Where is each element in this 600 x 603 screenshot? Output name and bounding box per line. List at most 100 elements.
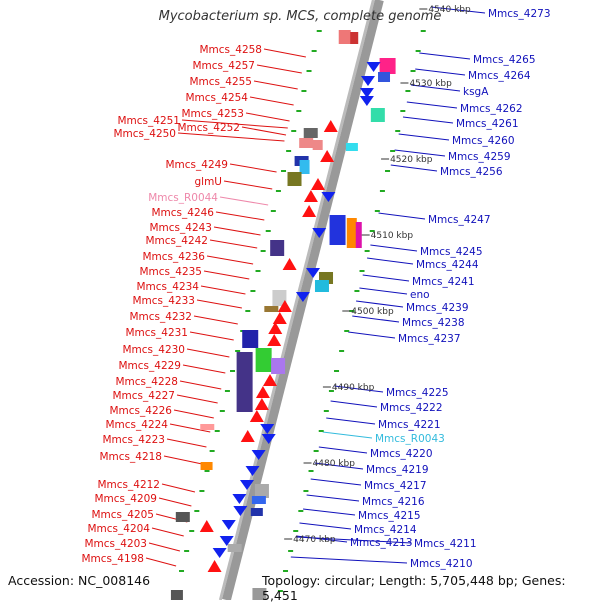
label-leader-line — [213, 226, 261, 236]
tick-dot — [306, 70, 312, 72]
gene-label-mmcs_4262: Mmcs_4262 — [460, 103, 523, 115]
forward-gene-arrow — [277, 300, 292, 312]
gene-label-mmcs_4221: Mmcs_4221 — [378, 419, 441, 431]
gene-label-mmcs_4224: Mmcs_4224 — [105, 419, 168, 431]
tick-dot — [283, 570, 289, 572]
tick-dot — [420, 30, 426, 32]
tick-dot — [265, 230, 271, 232]
reverse-gene-arrow — [360, 76, 375, 86]
gene-block — [200, 424, 215, 430]
gene-label-eno: eno — [410, 289, 430, 301]
gene-label-mmcs_4254: Mmcs_4254 — [185, 92, 248, 104]
reverse-gene-arrow — [239, 480, 254, 490]
gene-block — [370, 108, 385, 122]
reverse-gene-arrow — [359, 96, 374, 106]
gene-label-mmcs_4265: Mmcs_4265 — [473, 54, 536, 66]
tick-dot — [390, 150, 396, 152]
gene-label-mmcs_4259: Mmcs_4259 — [448, 151, 511, 163]
tick-dot — [328, 390, 334, 392]
gene-label-mmcs_4233: Mmcs_4233 — [132, 295, 195, 307]
gene-block — [200, 462, 213, 470]
forward-gene-arrow — [303, 190, 318, 202]
gene-label-mmcs_4210: Mmcs_4210 — [410, 558, 473, 570]
kbp-marker: 4500 kbp — [351, 307, 394, 317]
label-leader-line — [209, 239, 258, 249]
gene-label-mmcs_4219: Mmcs_4219 — [366, 464, 429, 476]
forward-gene-arrow — [255, 386, 270, 398]
tick-dot — [184, 550, 190, 552]
tick-dot — [296, 110, 302, 112]
reverse-gene-arrow — [219, 536, 234, 546]
label-leader-line — [163, 455, 203, 465]
label-leader-line — [390, 164, 438, 172]
gene-label-mmcs_4198: Mmcs_4198 — [81, 553, 144, 565]
forward-gene-arrow — [249, 410, 264, 422]
tick-dot — [194, 510, 200, 512]
gene-block — [345, 143, 358, 151]
label-leader-line — [295, 536, 412, 544]
tick-dot — [209, 450, 215, 452]
kbp-marker: 4510 kbp — [371, 231, 414, 241]
tick-dot — [204, 470, 210, 472]
gene-label-mmcs_4215: Mmcs_4215 — [358, 510, 421, 522]
label-leader-line — [215, 211, 265, 221]
tick-dot — [281, 170, 287, 172]
tick-dot — [255, 270, 261, 272]
reverse-gene-arrow — [260, 424, 275, 434]
gene-block — [350, 32, 359, 44]
gene-block — [251, 496, 266, 504]
tick-dot — [199, 490, 205, 492]
reverse-gene-arrow — [295, 292, 310, 302]
gene-label-mmcs_4256: Mmcs_4256 — [440, 166, 503, 178]
gene-block — [378, 72, 391, 82]
forward-gene-arrow — [254, 398, 269, 410]
label-leader-line — [241, 126, 287, 136]
gene-label-mmcs_4243: Mmcs_4243 — [149, 222, 212, 234]
tick-dot — [308, 470, 314, 472]
genome-title: Mycobacterium sp. MCS, complete genome — [158, 9, 442, 24]
reverse-gene-arrow — [261, 434, 276, 444]
tick-dot — [415, 50, 421, 52]
tick-dot — [318, 430, 324, 432]
forward-gene-arrow — [323, 120, 338, 132]
tick-dot — [189, 530, 195, 532]
tick-dot — [179, 570, 185, 572]
label-leader-line — [359, 287, 408, 295]
label-leader-line — [415, 68, 466, 76]
label-leader-line — [151, 527, 184, 537]
tick-dot — [219, 410, 225, 412]
tick-dot — [298, 510, 304, 512]
tick-dot — [359, 270, 365, 272]
reverse-gene-arrow — [212, 548, 227, 558]
reverse-gene-arrow — [366, 62, 381, 72]
gene-label-mmcs_4242: Mmcs_4242 — [145, 235, 208, 247]
gene-label-mmcs_4250: Mmcs_4250 — [113, 128, 176, 140]
label-leader-line — [161, 483, 196, 493]
gene-label-mmcs_4237: Mmcs_4237 — [398, 333, 461, 345]
tick-dot — [293, 530, 299, 532]
gene-label-mmcs_4251: Mmcs_4251 — [117, 115, 180, 127]
label-leader-line — [314, 462, 364, 470]
label-leader-line — [334, 385, 384, 393]
reverse-gene-arrow — [245, 466, 260, 476]
gene-block — [264, 306, 279, 312]
tick-dot — [349, 310, 355, 312]
label-leader-line — [182, 364, 226, 374]
tick-dot — [311, 50, 317, 52]
gene-label-mmcs_4264: Mmcs_4264 — [468, 70, 531, 82]
tick-dot — [334, 370, 340, 372]
label-leader-line — [318, 446, 368, 454]
label-leader-line — [253, 80, 298, 90]
tick-dot — [288, 550, 294, 552]
reverse-gene-arrow — [221, 520, 236, 530]
label-leader-line — [352, 315, 400, 323]
gene-label-mmcs_4235: Mmcs_4235 — [139, 266, 202, 278]
genome-backbone-highlight — [218, 0, 375, 600]
kbp-marker: 4530 kbp — [409, 79, 452, 89]
tick-dot — [260, 250, 266, 252]
gene-label-mmcs_4205: Mmcs_4205 — [91, 509, 154, 521]
tick-dot — [379, 190, 385, 192]
tick-dot — [245, 310, 251, 312]
gene-label-mmcs_4204: Mmcs_4204 — [87, 523, 150, 535]
